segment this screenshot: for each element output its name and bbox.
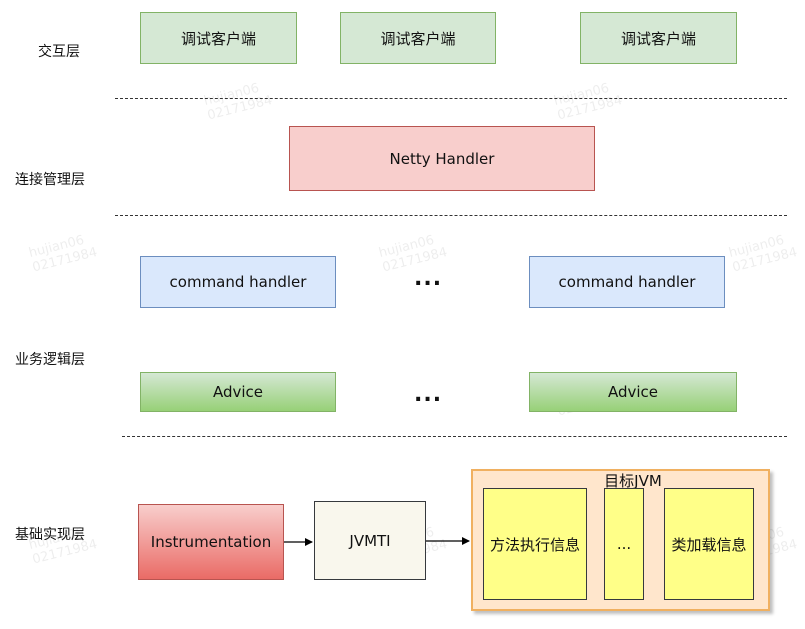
- jvm-ellipsis-box: ...: [604, 488, 644, 600]
- method-exec-info-box: 方法执行信息: [483, 488, 587, 600]
- class-load-info-box: 类加载信息: [664, 488, 754, 600]
- command-handler-box: command handler: [140, 256, 336, 308]
- layer-label-interaction: 交互层: [38, 44, 80, 60]
- instrumentation-box: Instrumentation: [138, 504, 284, 580]
- ellipsis: ...: [414, 382, 443, 407]
- jvmti-box: JVMTI: [314, 501, 426, 580]
- layer-divider: [115, 98, 787, 99]
- advice-box: Advice: [529, 372, 737, 412]
- layer-label-connection: 连接管理层: [15, 172, 85, 188]
- debug-client-box: 调试客户端: [580, 12, 737, 64]
- layer-divider: [122, 436, 787, 437]
- ellipsis: ...: [414, 266, 443, 291]
- advice-box: Advice: [140, 372, 336, 412]
- debug-client-box: 调试客户端: [140, 12, 297, 64]
- layer-divider: [115, 215, 787, 216]
- command-handler-box: command handler: [529, 256, 725, 308]
- layer-label-foundation: 基础实现层: [15, 527, 85, 543]
- target-jvm-title: 目标JVM: [604, 472, 662, 490]
- netty-handler-box: Netty Handler: [289, 126, 595, 191]
- debug-client-box: 调试客户端: [340, 12, 496, 64]
- layer-label-business: 业务逻辑层: [15, 352, 85, 368]
